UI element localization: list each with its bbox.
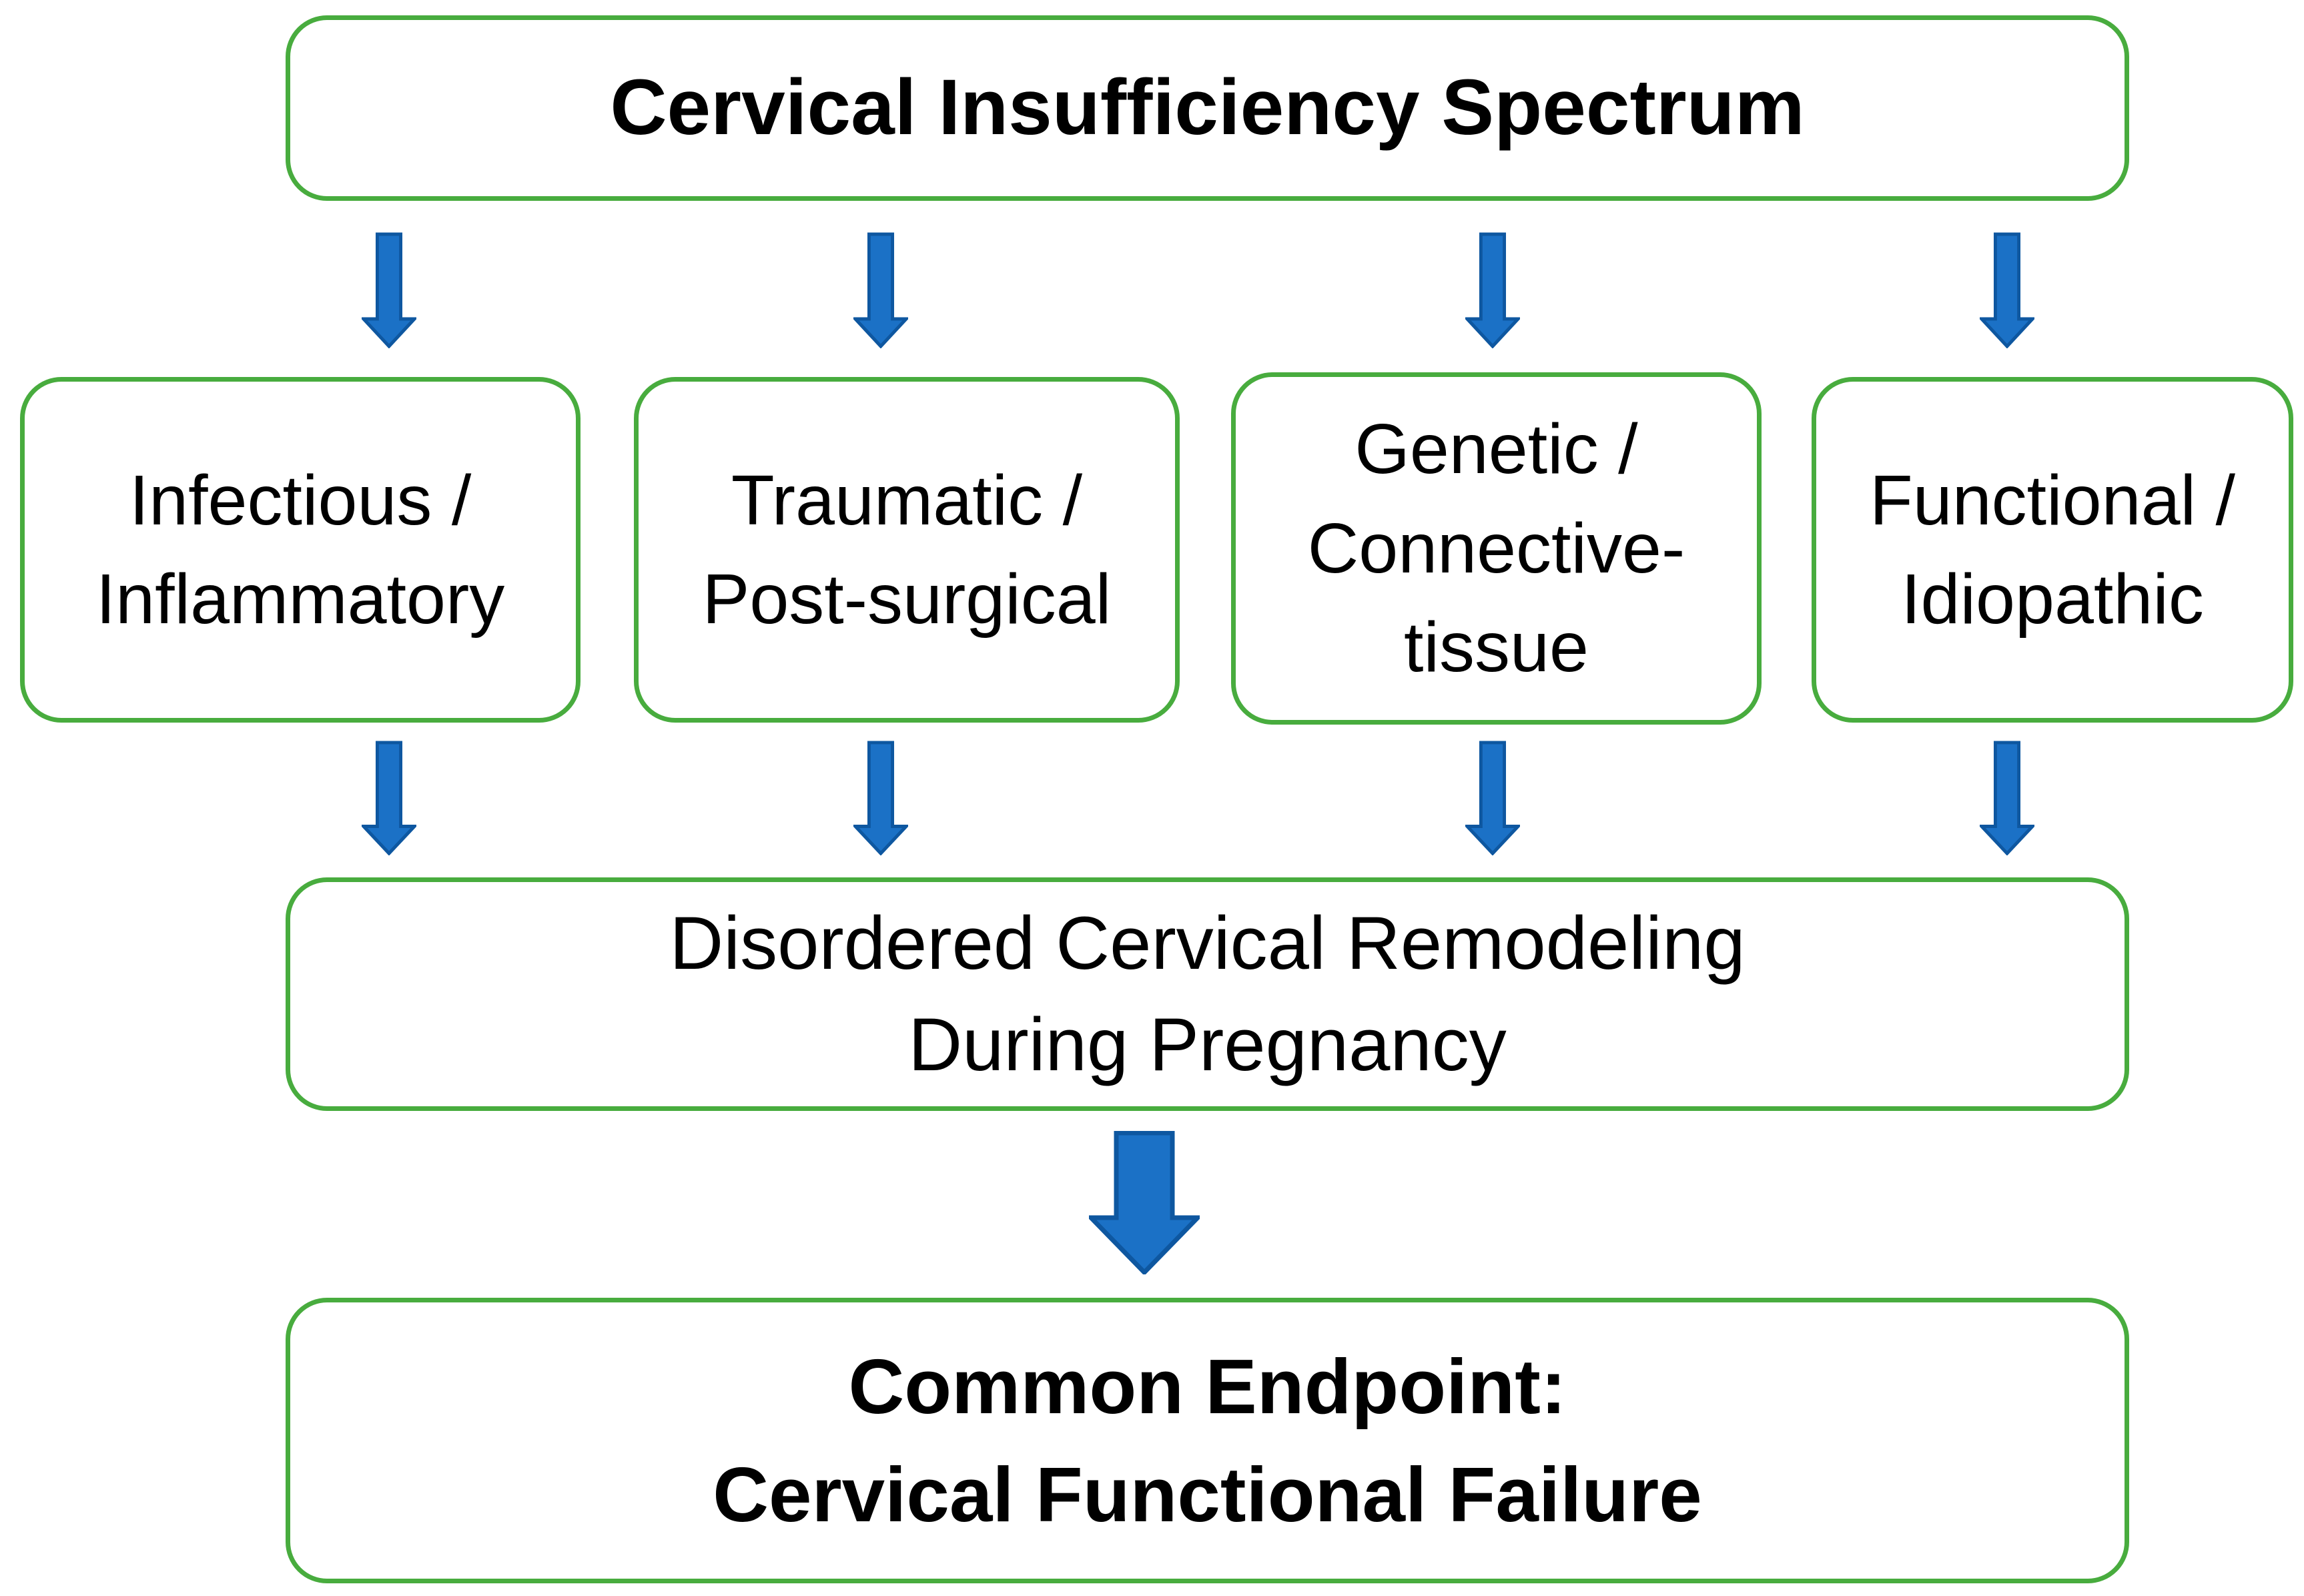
down-arrow-icon xyxy=(853,232,908,348)
big-down-arrow-icon xyxy=(1089,1131,1200,1274)
cause-box-infectious-inflammatory: Infectious / Inflammatory xyxy=(20,377,581,723)
endpoint-box-common-endpoint: Common Endpoint: Cervical Functional Fai… xyxy=(286,1298,2129,1583)
down-arrow-icon xyxy=(1980,741,2034,855)
cause-label: Functional / Idiopathic xyxy=(1870,460,2235,639)
cause-label: Traumatic / Post-surgical xyxy=(702,460,1112,639)
title-text: Cervical Insufficiency Spectrum xyxy=(610,63,1805,152)
down-arrow-icon xyxy=(362,232,416,348)
down-arrow-icon xyxy=(1465,741,1520,855)
cause-box-functional-idiopathic: Functional / Idiopathic xyxy=(1812,377,2293,723)
cause-label: Genetic / Connective- tissue xyxy=(1307,410,1685,687)
cause-label: Infectious / Inflammatory xyxy=(95,460,505,639)
down-arrow-icon xyxy=(362,741,416,855)
process-box-disordered-remodeling: Disordered Cervical Remodeling During Pr… xyxy=(286,877,2129,1111)
cause-box-traumatic-post-surgical: Traumatic / Post-surgical xyxy=(634,377,1180,723)
down-arrow-icon xyxy=(1465,232,1520,348)
down-arrow-icon xyxy=(853,741,908,855)
process-label: Disordered Cervical Remodeling During Pr… xyxy=(669,901,1746,1086)
down-arrow-icon xyxy=(1980,232,2034,348)
title-box: Cervical Insufficiency Spectrum xyxy=(286,15,2129,201)
endpoint-label: Common Endpoint: Cervical Functional Fai… xyxy=(713,1342,1702,1538)
cause-box-genetic-connective-tissue: Genetic / Connective- tissue xyxy=(1231,372,1762,725)
